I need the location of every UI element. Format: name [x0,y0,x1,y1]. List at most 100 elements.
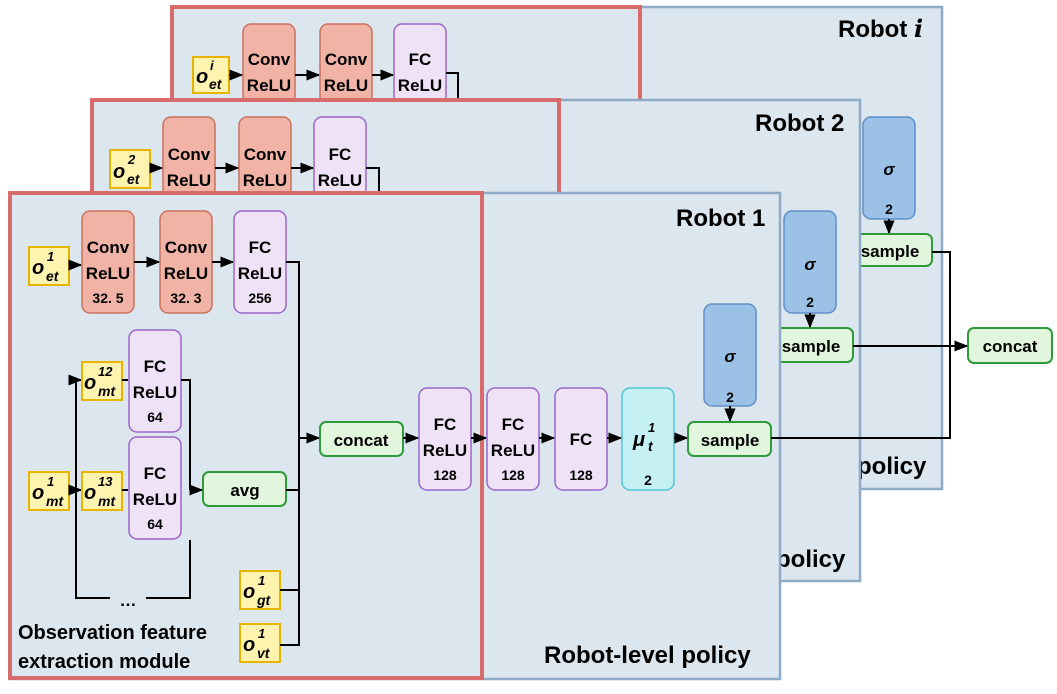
svg-text:ReLU: ReLU [324,76,368,95]
svg-text:o: o [32,257,44,279]
svg-text:Conv: Conv [325,50,368,69]
robot-level-policy-label: Robot-level policy [544,642,751,669]
robot-i-policy-fragment: policy [857,453,927,480]
robot-2-fc: FC ReLU [313,116,367,198]
svg-text:FC: FC [249,238,272,257]
svg-text:13: 13 [98,474,113,489]
robot-i-fc: FC ReLU [393,23,447,105]
robot-i-title: Robot i [838,14,923,43]
svg-text:et: et [209,76,223,92]
conv-block-2: Conv ReLU 32. 3 [159,210,213,314]
output-wires [771,251,969,439]
svg-text:FC: FC [329,145,352,164]
svg-text:ReLU: ReLU [491,441,535,460]
avg-block: avg [202,471,287,507]
svg-text:o: o [84,482,96,504]
robot-2-obs-et: o 2 et [109,149,151,189]
fc-block-m13: FC ReLU 64 [128,436,182,540]
svg-text:2: 2 [726,389,734,405]
svg-text:128: 128 [569,467,593,483]
svg-text:2: 2 [644,472,652,488]
obs-o-vt-1: o 1 vt [239,623,281,663]
svg-text:concat: concat [334,431,389,450]
svg-text:ReLU: ReLU [133,490,177,509]
svg-text:ReLU: ReLU [243,171,287,190]
svg-text:o: o [196,66,208,88]
svg-text:FC: FC [570,430,593,449]
conv-block-1: Conv ReLU 32. 5 [81,210,135,314]
svg-text:o: o [113,161,125,183]
svg-text:Conv: Conv [168,145,211,164]
fc-block-policy-1: FC ReLU 128 [418,387,472,491]
robot-2-sample: sample [769,327,854,363]
concat-block: concat [319,421,404,457]
robot-2-policy-fragment: policy [776,546,846,573]
robot-1-title: Robot 1 [676,205,765,232]
svg-text:mt: mt [98,493,116,509]
robot-i-conv1: Conv ReLU [242,23,296,105]
svg-text:ReLU: ReLU [398,76,442,95]
robot-2-conv2: Conv ReLU [238,116,292,198]
svg-text:σ: σ [804,255,816,274]
mu-block: μ 1 t 2 [621,387,675,491]
svg-text:o: o [84,372,96,394]
ellipsis: … [120,591,137,610]
svg-text:2: 2 [885,201,893,217]
svg-text:mt: mt [98,383,116,399]
svg-text:ReLU: ReLU [167,171,211,190]
robot-i-sample: sample [848,233,933,267]
fc-block-policy-3: FC 128 [554,387,608,491]
svg-text:32. 5: 32. 5 [92,290,123,306]
svg-text:Conv: Conv [87,238,130,257]
robot-2-conv1: Conv ReLU [162,116,216,198]
svg-text:concat: concat [983,337,1038,356]
obs-o-gt-1: o 1 gt [239,570,281,610]
svg-text:128: 128 [501,467,525,483]
obs-o-mt-13: o 13 mt [81,471,123,511]
svg-text:FC: FC [144,464,167,483]
obs-o-mt-1: o 1 mt [28,471,70,511]
module-label-line2: extraction module [18,651,190,673]
svg-text:o: o [243,634,255,656]
module-label-line1: Observation feature [18,622,207,644]
svg-text:FC: FC [434,415,457,434]
svg-text:Conv: Conv [165,238,208,257]
svg-text:ReLU: ReLU [318,171,362,190]
svg-text:2: 2 [127,152,136,167]
obs-o-et-1: o 1 et [28,246,70,286]
robot-i-conv2: Conv ReLU [319,23,373,105]
svg-text:o: o [243,581,255,603]
svg-text:2: 2 [806,294,814,310]
svg-text:sample: sample [701,431,760,450]
sample-block: sample [687,421,772,457]
svg-text:FC: FC [409,50,432,69]
svg-text:ReLU: ReLU [247,76,291,95]
svg-text:i: i [210,58,214,73]
svg-text:ReLU: ReLU [423,441,467,460]
svg-text:ReLU: ReLU [133,383,177,402]
sigma-block: σ 2 [703,303,757,407]
robot-i-sigma: σ 2 [862,116,916,220]
robot-i-obs-et: o i et [192,56,230,94]
svg-text:et: et [46,268,60,284]
svg-text:12: 12 [98,364,113,379]
final-concat-block: concat [967,327,1053,364]
svg-text:mt: mt [46,493,64,509]
svg-text:64: 64 [147,409,163,425]
robot-1-panel: Robot 1 Robot-level policy Observation f… [8,191,782,681]
svg-text:1: 1 [258,626,265,641]
svg-text:ReLU: ReLU [238,264,282,283]
svg-text:128: 128 [433,467,457,483]
svg-text:Conv: Conv [248,50,291,69]
svg-text:1: 1 [47,249,54,264]
svg-text:ReLU: ReLU [86,264,130,283]
svg-text:1: 1 [258,573,265,588]
svg-text:t: t [648,438,654,454]
svg-text:ReLU: ReLU [164,264,208,283]
svg-text:32. 3: 32. 3 [170,290,201,306]
svg-text:vt: vt [257,645,271,661]
svg-text:et: et [127,171,141,187]
fc-block-m12: FC ReLU 64 [128,329,182,433]
svg-text:avg: avg [230,481,259,500]
svg-text:sample: sample [861,242,920,261]
